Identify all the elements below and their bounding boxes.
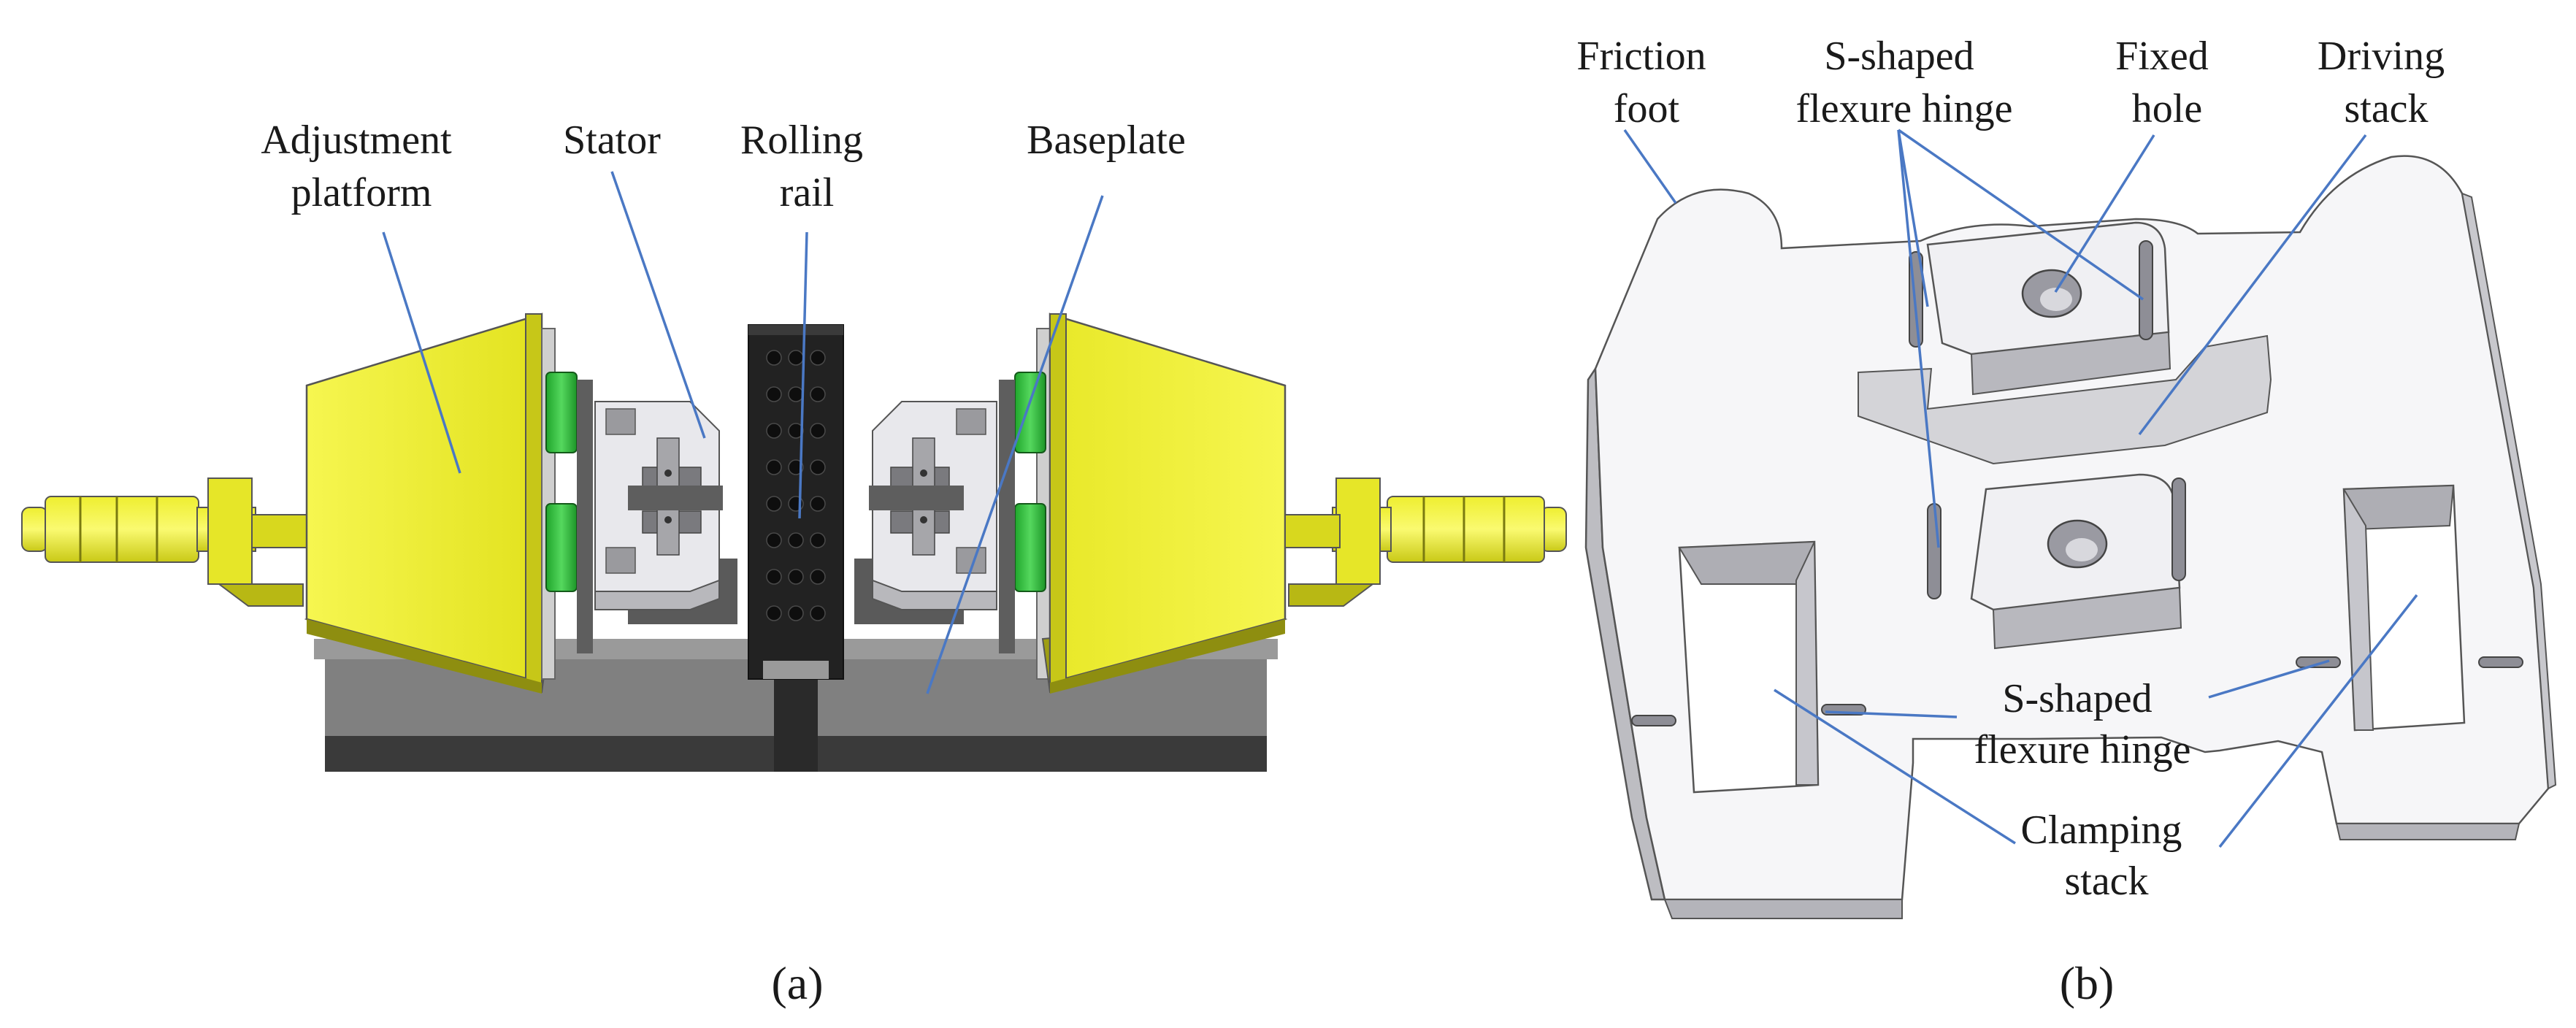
leader-s-hinge-top-2 (1897, 129, 1940, 548)
leader-adjustment-platform (382, 231, 461, 474)
driving-stack-cavity (1858, 334, 2272, 465)
leader-baseplate (926, 195, 1104, 694)
lower-fixed-block (1970, 473, 2182, 650)
left-clamping-cavity (1678, 540, 1820, 794)
label-friction-foot-line2: foot (1614, 86, 1680, 131)
right-stator (854, 401, 997, 624)
left-green-clamps (541, 328, 593, 680)
label-driving-stack-line2: stack (2344, 86, 2428, 131)
caption-b: (b) (2060, 957, 2115, 1009)
label-driving-stack: Driving stack (2318, 34, 2455, 131)
label-fixed-hole-line1: Fixed (2115, 34, 2209, 79)
leader-s-hinge-top-1 (1897, 129, 1929, 307)
label-s-hinge-bottom: S-shaped flexure hinge (1974, 676, 2191, 772)
right-clamping-cavity (2342, 484, 2466, 732)
label-adjustment-platform: Adjustment platform (261, 118, 461, 215)
label-friction-foot: Friction foot (1576, 34, 1716, 131)
leader-clamping-stack-1 (1774, 688, 2016, 845)
label-s-hinge-bottom-line1: S-shaped (2002, 676, 2152, 721)
leader-rolling-rail (798, 231, 808, 519)
left-micrometer (21, 477, 311, 607)
stator-right-side-face (2461, 192, 2557, 790)
upper-fixed-block (1926, 221, 2171, 396)
label-adjustment-platform-line1: Adjustment (261, 118, 452, 163)
right-adjustment-platform (1041, 312, 1288, 694)
leader-stator (610, 171, 706, 439)
label-fixed-hole-line2: hole (2132, 86, 2202, 131)
left-stator (594, 401, 737, 624)
s-hinge-slits-bottom (1631, 656, 2523, 726)
leader-driving-stack (2138, 134, 2367, 436)
leader-friction-foot (1623, 128, 1677, 204)
panel-a-assembly: Adjustment platform Stator Rolling rail … (21, 118, 1567, 1009)
label-clamping-stack-line1: Clamping (2021, 808, 2182, 853)
stator-left-foot-bottom (1663, 899, 1903, 919)
leader-s-hinge-bottom-2 (1825, 710, 1958, 718)
right-micrometer (1284, 477, 1567, 607)
label-rolling-rail-line1: Rolling (740, 118, 863, 163)
leader-fixed-hole (2054, 134, 2155, 293)
label-s-hinge-top-line2: flexure hinge (1796, 86, 2013, 131)
label-clamping-stack: Clamping stack (2021, 808, 2193, 904)
label-rolling-rail: Rolling rail (740, 118, 873, 215)
right-green-clamps (999, 328, 1051, 680)
label-adjustment-platform-line2: platform (291, 170, 432, 215)
caption-a: (a) (771, 957, 823, 1009)
label-baseplate: Baseplate (1027, 118, 1186, 163)
rail-slot (774, 675, 818, 772)
rolling-rail (748, 324, 844, 680)
leader-s-hinge-top-3 (1898, 128, 2144, 301)
label-driving-stack-line1: Driving (2318, 34, 2445, 79)
label-clamping-stack-line2: stack (2064, 859, 2148, 904)
label-s-hinge-top: S-shaped flexure hinge (1796, 34, 2013, 131)
left-adjustment-platform (304, 312, 551, 694)
label-friction-foot-line1: Friction (1576, 34, 1706, 79)
stator-right-foot-bottom (2335, 823, 2521, 840)
label-s-hinge-bottom-line2: flexure hinge (1974, 727, 2191, 772)
label-rolling-rail-line2: rail (780, 170, 835, 215)
leader-s-hinge-bottom-1 (2208, 659, 2330, 699)
panel-b-stator-structure: Friction foot S-shaped flexure hinge Fix… (1576, 34, 2557, 1009)
label-fixed-hole: Fixed hole (2115, 34, 2219, 131)
label-s-hinge-top-line1: S-shaped (1824, 34, 1974, 79)
label-stator: Stator (563, 118, 661, 163)
leader-clamping-stack-2 (2218, 594, 2418, 848)
